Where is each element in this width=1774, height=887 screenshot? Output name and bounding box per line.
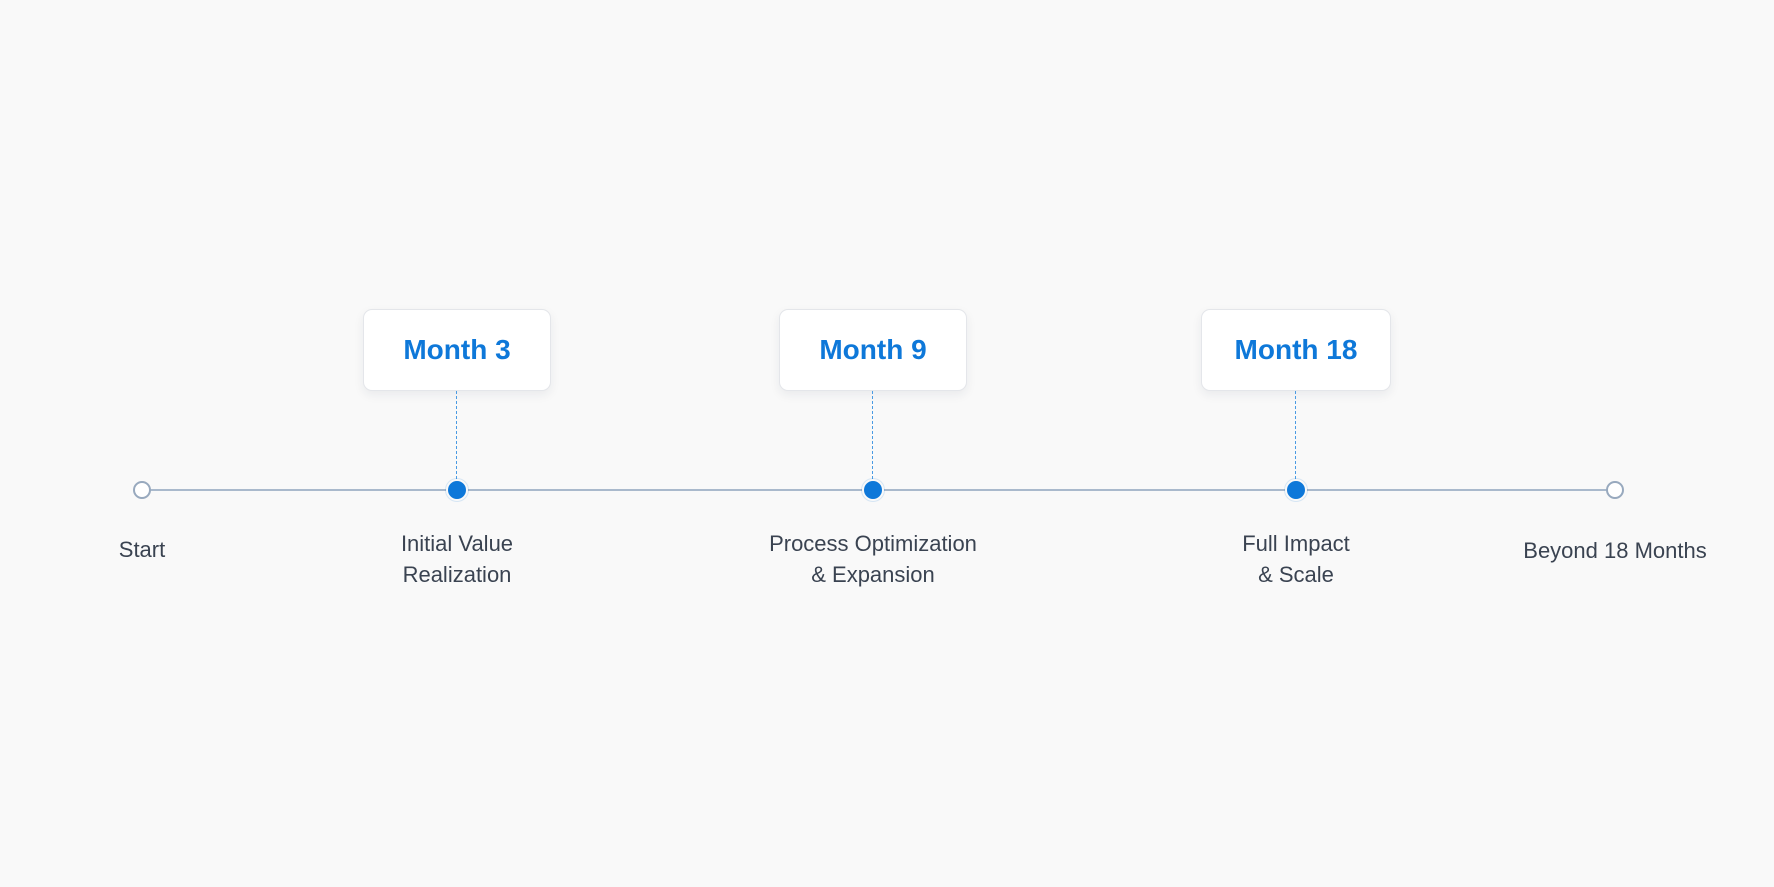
node-label: Start <box>0 534 302 565</box>
milestone-card: Month 3 <box>363 309 551 391</box>
milestone-dot-icon <box>446 479 468 501</box>
start-endpoint-circle-icon <box>133 481 151 499</box>
node-label-line: Realization <box>402 562 512 587</box>
node-label: Beyond 18 Months <box>1455 535 1774 566</box>
node-label: Initial Value Realization <box>297 528 617 590</box>
milestone-card: Month 9 <box>779 309 967 391</box>
milestone-card-title: Month 9 <box>819 334 927 365</box>
node-label-line: & Expansion <box>811 562 935 587</box>
milestone-dot-icon <box>862 479 884 501</box>
milestone-card-title: Month 3 <box>403 334 511 365</box>
milestone-card-title: Month 18 <box>1234 334 1358 365</box>
node-label-line: Beyond 18 Months <box>1523 538 1707 563</box>
node-label: Process Optimization & Expansion <box>713 528 1033 590</box>
node-label-line: Full Impact <box>1242 531 1350 556</box>
node-label-line: & Scale <box>1258 562 1334 587</box>
milestone-dot-icon <box>1285 479 1307 501</box>
node-label-line: Process Optimization <box>769 531 977 556</box>
end-endpoint-circle-icon <box>1606 481 1624 499</box>
milestone-card: Month 18 <box>1201 309 1391 391</box>
node-label: Full Impact & Scale <box>1136 528 1456 590</box>
dashed-connector <box>872 391 873 479</box>
node-label-line: Start <box>118 537 166 562</box>
dashed-connector <box>456 391 457 479</box>
dashed-connector <box>1295 391 1296 479</box>
node-label-line: Initial Value <box>400 531 514 556</box>
